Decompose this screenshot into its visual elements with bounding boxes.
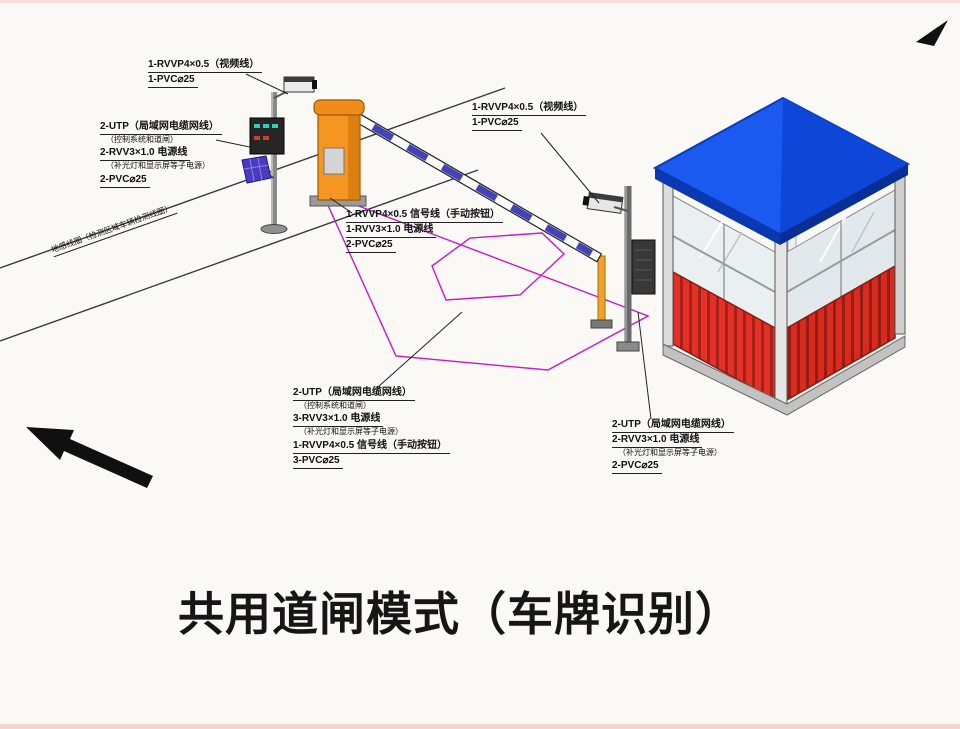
label-control-left-cables: 2-UTP（局域网电缆网线） （控制系统和道闸） 2-RVV3×1.0 电源线 … [100, 120, 222, 188]
cable-spec-line: 1-RVVP4×0.5 信号线（手动按钮） [346, 208, 504, 223]
lane-detection-area [320, 190, 650, 371]
ground-loop-coil [431, 232, 566, 301]
cable-spec-line: 2-PVC⌀25 [100, 173, 150, 188]
cable-spec-line: 2-UTP（局域网电缆网线） [612, 418, 734, 433]
entry-camera-pole [241, 76, 317, 234]
detection-zone-outline [320, 190, 650, 371]
barrier-gate-cabinet [309, 99, 367, 207]
booth-base [662, 335, 906, 416]
cable-spec-line: 1-RVV3×1.0 电源线 [346, 223, 437, 238]
booth-roof-edge-right [780, 164, 908, 245]
cable-spec-line: 1-RVVP4×0.5（视频线） [148, 58, 263, 73]
cable-spec-line: 3-PVC⌀25 [293, 454, 343, 469]
cable-spec-line: 2-UTP（局域网电缆网线） [100, 120, 222, 135]
cable-spec-note: （补光灯和显示屏等子电源） [299, 427, 403, 437]
booth-roof-edge-left [655, 168, 780, 245]
label-lane-cables: 2-UTP（局域网电缆网线） （控制系统和道闸） 3-RVV3×1.0 电源线 … [293, 386, 451, 469]
cable-spec-line: 2-UTP（局域网电缆网线） [293, 386, 415, 401]
label-exit-camera-cables: 1-RVVP4×0.5（视频线） 1-PVC⌀25 [472, 101, 587, 131]
booth-roof-right-plane [780, 98, 908, 234]
cable-spec-line: 2-RVV3×1.0 电源线 [100, 146, 191, 162]
booth-post-front [774, 239, 788, 405]
cable-spec-line: 1-RVVP4×0.5（视频线） [472, 101, 587, 116]
barrier-arm [354, 113, 603, 263]
barrier-arm-support [590, 255, 613, 329]
booth-post-right [894, 171, 906, 335]
booth-post-left [662, 175, 674, 347]
cable-spec-line: 3-RVV3×1.0 电源线 [293, 412, 384, 428]
cable-spec-note: （控制系统和道闸） [106, 135, 178, 144]
direction-arrow-small-icon [916, 20, 948, 46]
camera-head-left-icon [273, 76, 317, 99]
control-box-right [631, 239, 656, 295]
label-barrier-signal-cables: 1-RVVP4×0.5 信号线（手动按钮） 1-RVV3×1.0 电源线 2-P… [346, 208, 504, 253]
cable-spec-line: 1-PVC⌀25 [472, 116, 522, 131]
camera-head-right-icon [582, 192, 624, 214]
cable-spec-line: 1-PVC⌀25 [148, 73, 198, 88]
cable-spec-line: 1-RVVP4×0.5 信号线（手动按钮） [293, 439, 451, 454]
edge-artifact-top [0, 0, 960, 3]
cable-spec-line: 2-RVV3×1.0 电源线 [612, 433, 703, 448]
cable-spec-line: 2-PVC⌀25 [612, 459, 662, 475]
label-booth-cables: 2-UTP（局域网电缆网线） 2-RVV3×1.0 电源线 （补光灯和显示屏等子… [612, 418, 734, 475]
guard-booth [652, 96, 911, 416]
diagram-title: 共用道闸模式（车牌识别） [178, 589, 742, 640]
cable-spec-note: （补光灯和显示屏等子电源） [106, 161, 210, 171]
edge-artifact-bottom [0, 724, 960, 729]
cable-spec-note: （补光灯和显示屏等子电源） [618, 448, 722, 457]
flood-light-icon [241, 155, 275, 184]
direction-arrow-large-icon [26, 427, 153, 488]
label-entry-camera-cables: 1-RVVP4×0.5（视频线） 1-PVC⌀25 [148, 58, 263, 88]
cable-spec-line: 2-PVC⌀25 [346, 238, 396, 253]
leader-lines [215, 73, 652, 420]
cable-spec-note: （控制系统和道闸） [299, 401, 371, 410]
exit-camera-pole [582, 186, 656, 352]
